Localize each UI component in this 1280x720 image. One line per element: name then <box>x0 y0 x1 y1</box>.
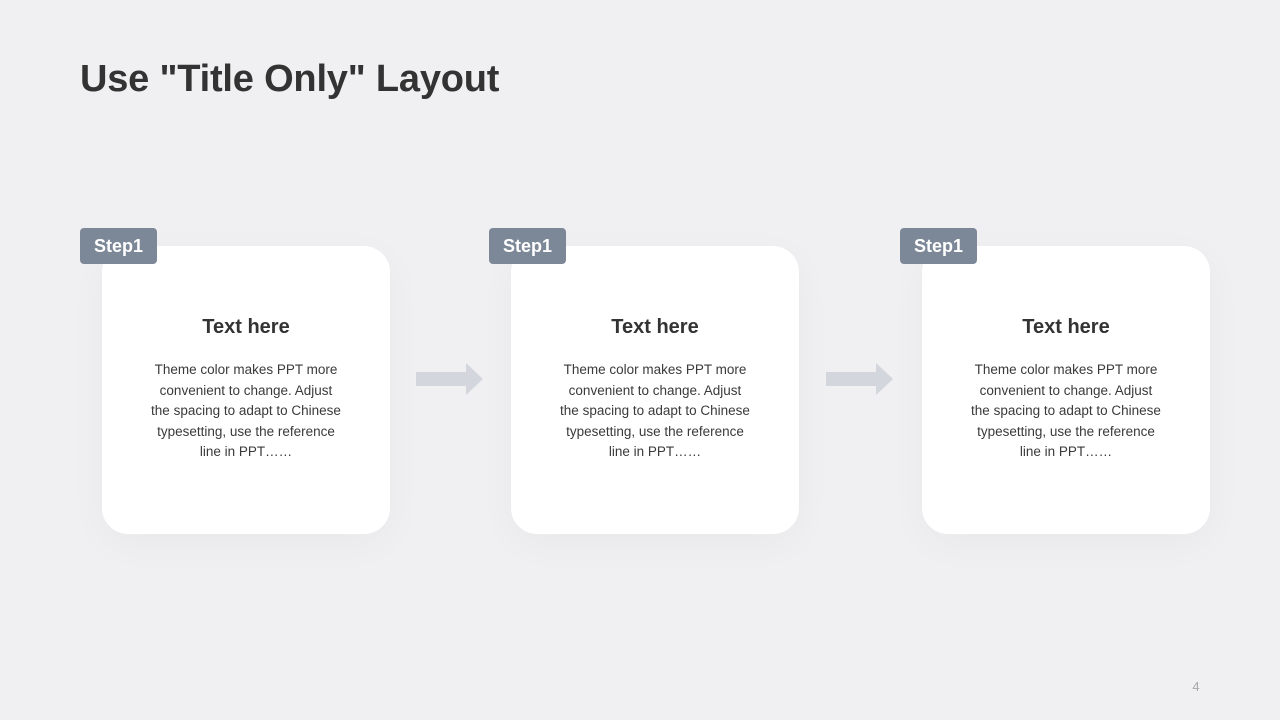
step-card-1: Step1 Text here Theme color makes PPT mo… <box>80 228 390 534</box>
page-number: 4 <box>1192 679 1200 694</box>
step-card-2: Step1 Text here Theme color makes PPT mo… <box>489 228 799 534</box>
step-badge: Step1 <box>900 228 977 264</box>
arrow-right-icon <box>416 363 483 395</box>
step-body-text: Theme color makes PPT more convenient to… <box>151 362 341 460</box>
step-card-panel: Text here Theme color makes PPT more con… <box>922 246 1210 534</box>
arrow-right-icon <box>826 363 893 395</box>
step-card-3: Step1 Text here Theme color makes PPT mo… <box>900 228 1210 534</box>
step-card-panel: Text here Theme color makes PPT more con… <box>511 246 799 534</box>
step-body-text: Theme color makes PPT more convenient to… <box>560 362 750 460</box>
step-heading: Text here <box>611 316 699 338</box>
step-body-text: Theme color makes PPT more convenient to… <box>971 362 1161 460</box>
step-card-panel: Text here Theme color makes PPT more con… <box>102 246 390 534</box>
step-heading: Text here <box>202 316 290 338</box>
slide-title: Use "Title Only" Layout <box>80 58 500 100</box>
step-heading: Text here <box>1022 316 1110 338</box>
step-badge: Step1 <box>489 228 566 264</box>
step-badge: Step1 <box>80 228 157 264</box>
